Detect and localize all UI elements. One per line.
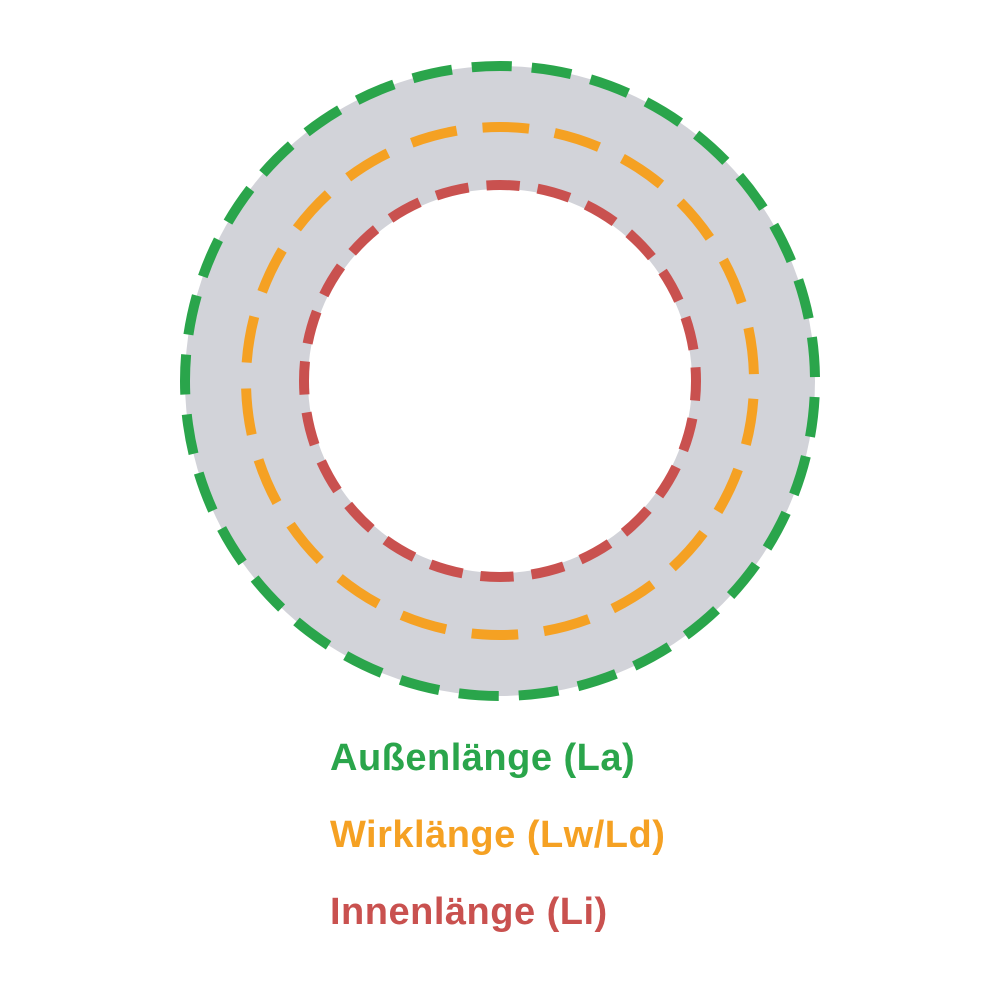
effective-length-circle (241, 122, 759, 640)
belt-diagram-svg (180, 61, 820, 701)
legend-effective-length-label: Wirklänge (Lw/Ld) (330, 814, 666, 856)
legend: Außenlänge (La) Wirklänge (Lw/Ld) Innenl… (330, 736, 665, 934)
outer-length-circle (180, 61, 820, 701)
legend-inner-length-label: Innenlänge (Li) (330, 891, 608, 933)
legend-outer-length-label: Außenlänge (La) (330, 737, 636, 779)
belt-diagram (180, 61, 820, 701)
inner-length-circle (299, 180, 701, 582)
